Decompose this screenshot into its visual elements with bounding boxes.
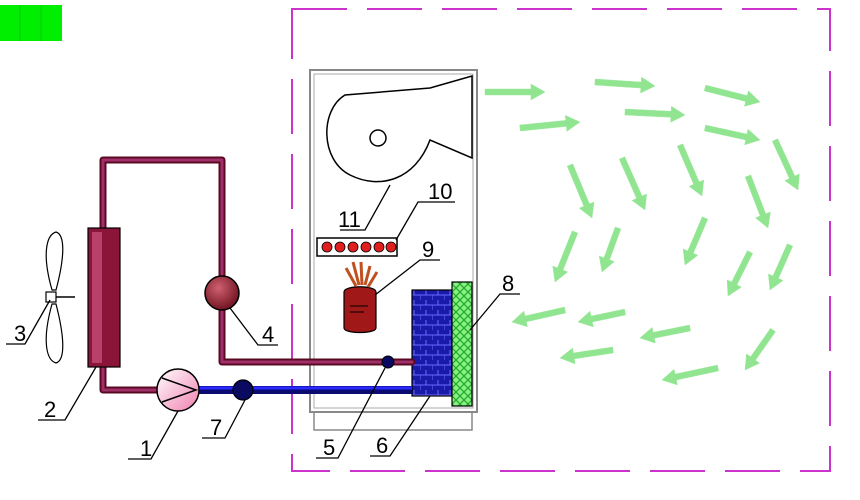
airflow-arrow-icon xyxy=(703,84,761,107)
airflow-arrow-icon xyxy=(771,138,800,191)
status-indicator xyxy=(0,5,62,41)
airflow-arrow-icon xyxy=(618,156,647,211)
label-humidifier: 9 xyxy=(422,237,434,262)
propeller-fan-icon xyxy=(45,231,75,364)
hot-refrigerant-pipe xyxy=(99,156,416,394)
airflow-arrow-icon xyxy=(768,243,794,291)
label-blower: 11 xyxy=(338,207,361,232)
label-filter: 8 xyxy=(502,271,514,296)
valve-icon xyxy=(232,379,254,401)
airflow-arrow-icon xyxy=(577,308,626,328)
blower-fan-icon xyxy=(326,75,473,183)
airflow-arrow-icon xyxy=(484,83,546,101)
label-sensor-4: 4 xyxy=(262,322,274,347)
airflow-arrow-icon xyxy=(552,230,579,283)
airflow-arrow-icon xyxy=(566,163,595,219)
label-heater: 10 xyxy=(428,179,452,204)
airflow-arrow-icon xyxy=(744,174,771,229)
humidifier-icon xyxy=(343,261,379,334)
airflow-arrow-icon xyxy=(624,105,686,123)
airflow-arrow-icon xyxy=(639,324,691,344)
airflow-arrow-icon xyxy=(682,216,709,266)
heater-element xyxy=(316,237,398,257)
leader-lines xyxy=(6,184,520,460)
airflow-arrow-icon xyxy=(519,115,581,132)
label-valve: 7 xyxy=(210,415,222,440)
airflow-arrow-icon xyxy=(559,346,614,365)
room-boundary xyxy=(291,8,831,472)
label-condenser: 2 xyxy=(44,397,56,422)
airflow-arrow-icon xyxy=(726,250,754,297)
airflow-arrow-icon xyxy=(744,327,776,371)
label-sensor-5: 5 xyxy=(323,435,335,460)
condenser-icon xyxy=(87,227,121,368)
airflow-arrow-icon xyxy=(704,124,761,146)
temperature-sensor-icon xyxy=(381,355,395,369)
label-evaporator: 6 xyxy=(376,433,388,458)
airflow-arrow-icon xyxy=(511,306,566,328)
air-filter xyxy=(451,281,473,407)
cold-refrigerant-pipe xyxy=(196,386,412,394)
airflow-arrows xyxy=(484,76,800,386)
airflow-arrow-icon xyxy=(594,76,656,94)
pressure-sensor-icon xyxy=(204,275,240,311)
label-compressor: 1 xyxy=(140,436,152,461)
label-outdoor-fan: 3 xyxy=(14,321,26,346)
compressor-icon xyxy=(156,368,200,412)
evaporator-coil xyxy=(411,289,453,397)
airflow-arrow-icon xyxy=(661,364,719,386)
unit-base xyxy=(313,411,473,431)
airflow-arrow-icon xyxy=(598,226,622,273)
airflow-arrow-icon xyxy=(676,143,705,197)
